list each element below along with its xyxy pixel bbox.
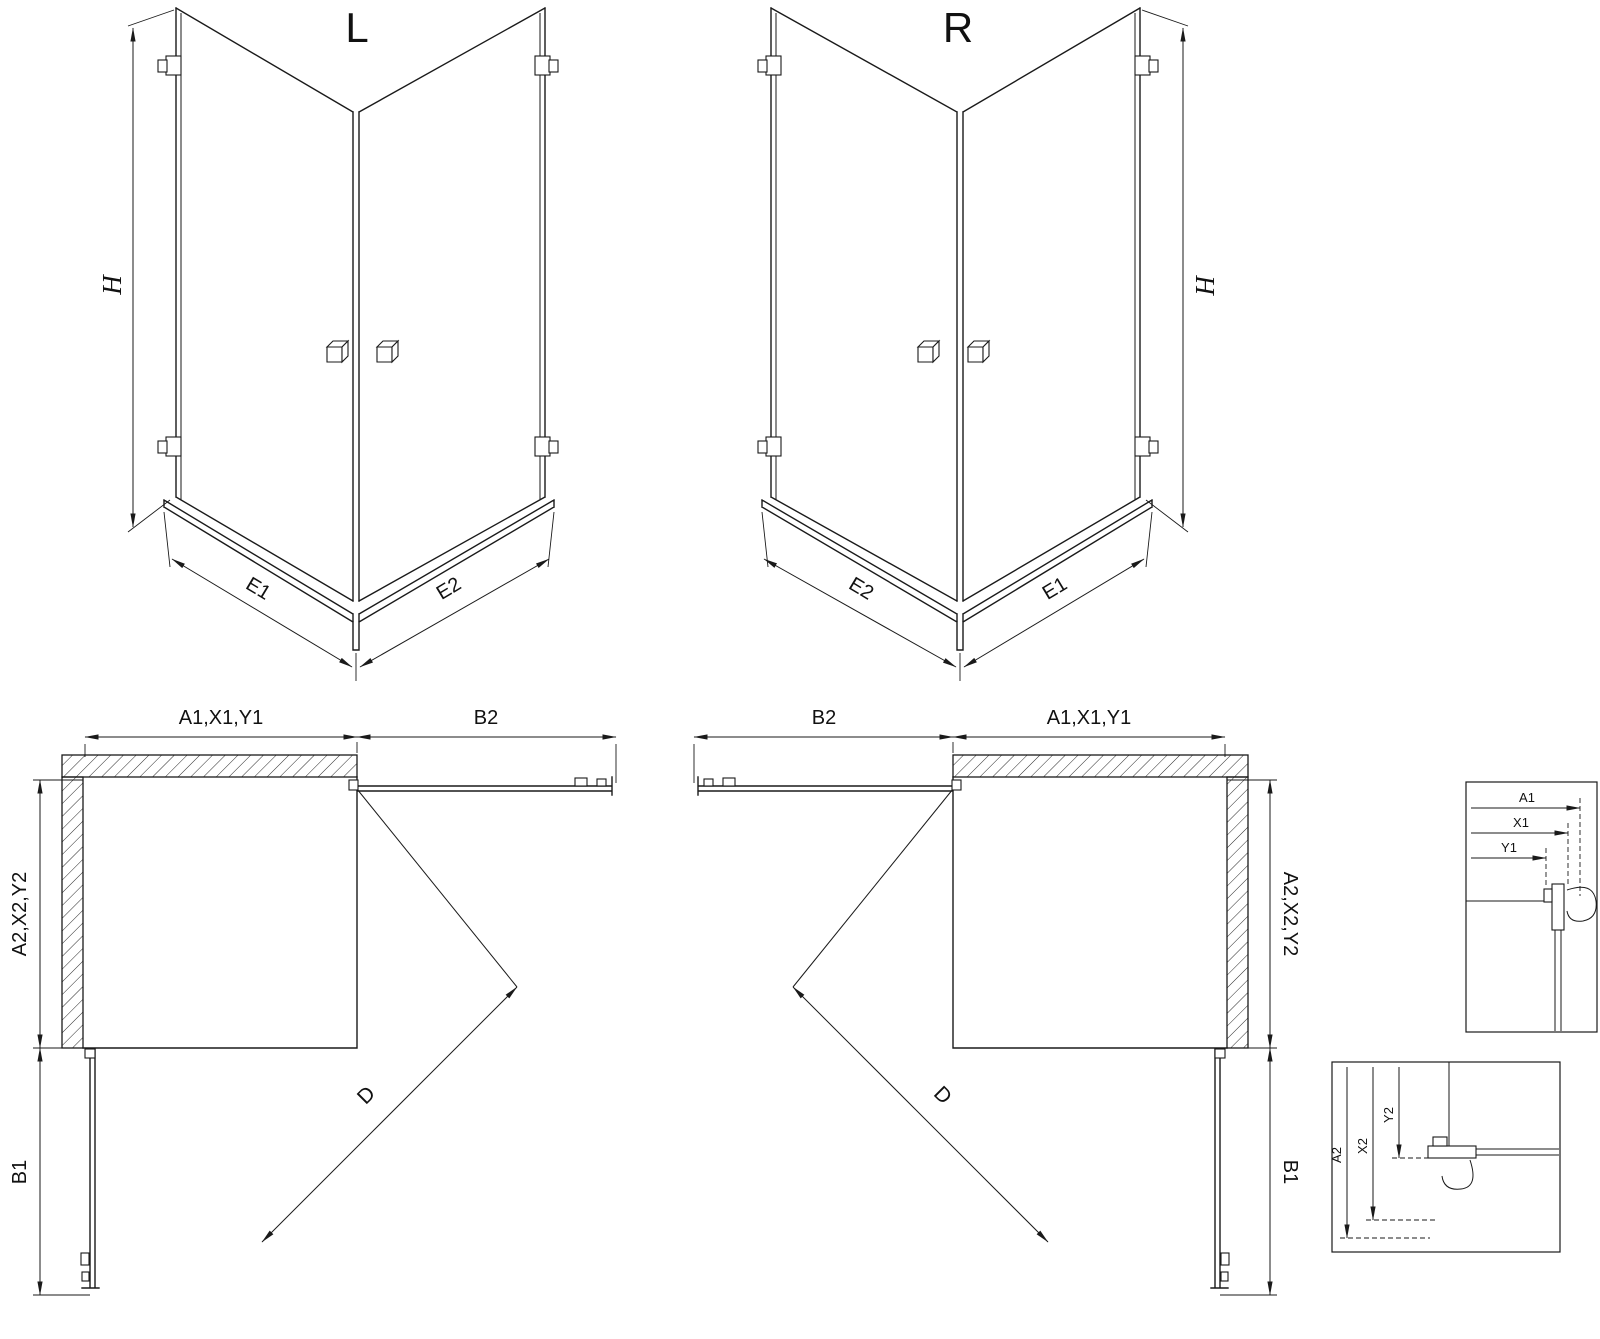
perspective-view-l: L H E1 E2 [97, 4, 559, 681]
dim-label-a2x2y2: A2,X2,Y2 [1279, 872, 1301, 957]
dim-label-a2: A2 [1329, 1147, 1344, 1163]
dim-label-e2: E2 [845, 573, 877, 604]
variant-label-r: R [943, 4, 973, 51]
dim-label-e1: E1 [242, 573, 274, 604]
door-handle-left [916, 339, 941, 364]
door-half-open-line [792, 788, 954, 988]
dim-label-b2: B2 [812, 707, 836, 729]
dim-extension-lines [33, 742, 617, 1296]
detail-frame [1465, 781, 1598, 1033]
dim-label-d: D [353, 1082, 380, 1109]
dim-line-d [261, 986, 518, 1243]
dim-label-y1: Y1 [1501, 840, 1517, 855]
reference-lines [1340, 1157, 1447, 1239]
dim-label-a1x1y1: A1,X1,Y1 [179, 707, 264, 729]
hinge-top-left [757, 55, 782, 76]
glass-panels [175, 7, 546, 602]
glass-panel-inner-edges [180, 13, 541, 500]
detail-frame [1331, 1061, 1561, 1253]
profile-clamp [1432, 1136, 1448, 1147]
profile-section-lines [1448, 1062, 1559, 1156]
variant-label-l: L [345, 4, 368, 51]
hinge-top-left [157, 55, 182, 76]
wall-top [61, 754, 358, 778]
dim-line-e1 [963, 558, 1145, 668]
door-handle-left [325, 339, 350, 364]
dim-label-y2: Y2 [1381, 1107, 1396, 1123]
profile-clamp [1543, 888, 1553, 903]
glass-panels [770, 7, 1141, 602]
dim-line-e2 [359, 558, 550, 668]
dim-label-e2: E2 [433, 573, 465, 604]
hinge-bottom-right [534, 436, 559, 457]
dim-label-e1: E1 [1039, 573, 1071, 604]
dim-extension-lines [127, 9, 555, 681]
dim-label-b1: B1 [1279, 1160, 1301, 1184]
drain-trap-curve [1566, 886, 1597, 922]
dim-line-d [792, 986, 1049, 1243]
hinge-bottom-right [1134, 436, 1159, 457]
dim-extension-lines [761, 9, 1189, 681]
dim-label-h: H [1190, 274, 1220, 296]
hinge-top-right [534, 55, 559, 76]
door-fittings [80, 777, 607, 1282]
wall-left [61, 776, 84, 1049]
wall-profile [1427, 1145, 1477, 1159]
wall-right [1226, 776, 1249, 1049]
wall-profile [1551, 883, 1565, 931]
drain-trap-curve [1441, 1159, 1474, 1190]
dim-label-b2: B2 [474, 707, 498, 729]
hinge-bottom-left [157, 436, 182, 457]
hinge-bottom-left [757, 436, 782, 457]
dim-label-a2x2y2: A2,X2,Y2 [9, 872, 31, 957]
detail-box-a2-x2-y2: A2 X2 Y2 [1329, 1061, 1561, 1253]
door-fittings [703, 777, 1230, 1282]
dim-label-a1: A1 [1519, 790, 1535, 805]
dim-label-b1: B1 [9, 1160, 31, 1184]
dim-label-x1: X1 [1513, 815, 1529, 830]
detail-box-a1-x1-y1: A1 X1 Y1 [1465, 781, 1598, 1033]
glass-panels-plan [81, 776, 613, 1289]
dim-label-x2: X2 [1355, 1138, 1370, 1154]
door-handle-right [375, 339, 400, 364]
perspective-view-r: R H E2 E1 [757, 4, 1220, 681]
door-half-open-line [356, 788, 518, 988]
wall-top [952, 754, 1249, 778]
dim-line-e1 [171, 558, 353, 668]
profile-section-lines [1466, 900, 1562, 1031]
dim-label-a1x1y1: A1,X1,Y1 [1047, 707, 1132, 729]
door-handle-right [966, 339, 991, 364]
dim-extension-lines [693, 742, 1277, 1296]
plan-view-l: A1,X1,Y1 B2 A2,X2,Y2 B1 D [9, 707, 617, 1296]
plan-view-r: B2 A1,X1,Y1 A2,X2,Y2 B1 D [693, 707, 1301, 1296]
hinge-top-right [1134, 55, 1159, 76]
dim-label-h: H [97, 274, 127, 296]
dim-label-d: D [929, 1082, 956, 1109]
dim-line-e2 [763, 558, 957, 668]
reference-lines [1545, 798, 1581, 896]
glass-panels-plan [697, 776, 1229, 1289]
glass-panel-inner-edges [775, 13, 1136, 500]
